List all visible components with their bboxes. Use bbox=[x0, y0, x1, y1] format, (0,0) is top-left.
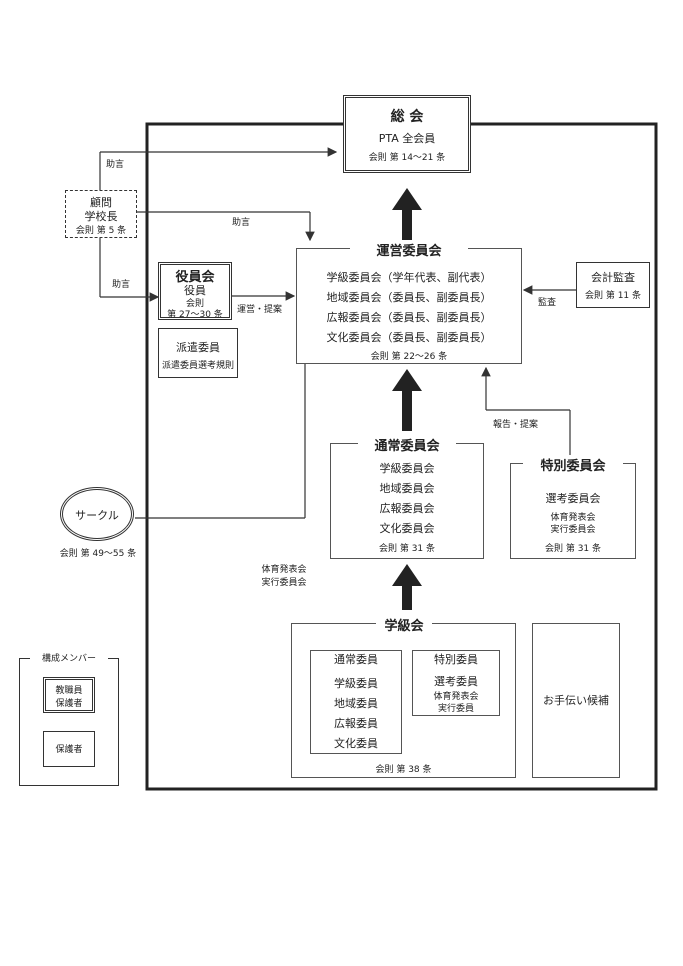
class-meeting-rule: 会則 第 38 条 bbox=[375, 765, 432, 775]
regular-item-2: 広報委員会 bbox=[379, 502, 435, 515]
regular-item-0: 学級委員会 bbox=[379, 462, 435, 475]
circle-rule: 会則 第 49〜55 条 bbox=[59, 549, 137, 559]
legend-item2: 保護者 bbox=[55, 745, 83, 755]
thick-arrow-regular-steering bbox=[392, 369, 422, 431]
class-special-item-2: 実行委員 bbox=[437, 704, 474, 714]
regular-committee-title: 通常委員会 bbox=[358, 435, 456, 454]
operation-proposal-label: 運営・提案 bbox=[237, 305, 283, 315]
steering-rule: 会則 第 22〜26 条 bbox=[370, 352, 448, 362]
auditor-rule: 会則 第 11 条 bbox=[584, 291, 642, 301]
delegate-box: 派遣委員 派遣委員選考規則 bbox=[158, 328, 238, 378]
class-regular-item-3: 文化委員 bbox=[334, 737, 378, 750]
advisor-box: 顧問 学校長 会則 第 5 条 bbox=[65, 190, 137, 238]
regular-item-3: 文化委員会 bbox=[379, 522, 435, 535]
legend-item1-line1: 教職員 bbox=[55, 686, 83, 696]
special-committee-box: 選考委員会 体育発表会 実行委員会 会則 第 31 条 bbox=[510, 463, 636, 559]
class-special-title: 特別委員 bbox=[434, 653, 478, 666]
advice-label-1: 助言 bbox=[106, 160, 125, 170]
helpers-title: お手伝い候補 bbox=[543, 694, 609, 707]
thick-arrow-class-regular bbox=[392, 564, 422, 610]
officers-box: 役員会 役員 会則 第 27〜30 条 bbox=[158, 262, 232, 320]
sports-note-line2: 実行委員会 bbox=[261, 578, 307, 588]
general-assembly-title: 総 会 bbox=[390, 109, 424, 125]
special-item-1: 体育発表会 bbox=[550, 513, 596, 523]
auditor-title: 会計監査 bbox=[591, 271, 635, 284]
steering-box: 学級委員会（学年代表、副代表） 地域委員会（委員長、副委員長） 広報委員会（委員… bbox=[296, 248, 522, 364]
legend-item-parents: 保護者 bbox=[43, 731, 95, 767]
general-assembly-box: 総 会 PTA 全会員 会則 第 14〜21 条 bbox=[343, 95, 471, 173]
steering-item-0: 学級委員会（学年代表、副代表） bbox=[326, 271, 492, 284]
advisor-rule: 会則 第 5 条 bbox=[75, 226, 127, 236]
special-committee-title: 特別委員会 bbox=[523, 455, 623, 474]
officers-rule-label: 会則 bbox=[185, 299, 204, 309]
audit-label: 監査 bbox=[538, 298, 557, 308]
steering-item-3: 文化委員会（委員長、副委員長） bbox=[326, 331, 492, 344]
legend-item-staff-parents: 教職員 保護者 bbox=[43, 677, 95, 713]
advice-label-2: 助言 bbox=[232, 218, 251, 228]
class-regular-item-0: 学級委員 bbox=[334, 677, 378, 690]
class-meeting-title: 学級会 bbox=[376, 615, 432, 634]
class-regular-item-1: 地域委員 bbox=[334, 697, 378, 710]
special-rule: 会則 第 31 条 bbox=[544, 544, 602, 554]
special-item-2: 実行委員会 bbox=[550, 525, 596, 535]
regular-rule: 会則 第 31 条 bbox=[378, 544, 436, 554]
class-meeting-box: 通常委員 学級委員 地域委員 広報委員 文化委員 特別委員 選考委員 体育発表会… bbox=[291, 623, 516, 778]
officers-title: 役員会 bbox=[175, 270, 215, 285]
steering-title: 運営委員会 bbox=[350, 240, 468, 259]
legend-box: 教職員 保護者 保護者 bbox=[19, 658, 119, 786]
officers-members: 役員 bbox=[184, 284, 206, 297]
thick-arrow-steering-assembly bbox=[392, 188, 422, 240]
special-item-0: 選考委員会 bbox=[545, 492, 601, 505]
advice-label-3: 助言 bbox=[112, 280, 131, 290]
regular-item-1: 地域委員会 bbox=[379, 482, 435, 495]
regular-committee-box: 学級委員会 地域委員会 広報委員会 文化委員会 会則 第 31 条 bbox=[330, 443, 484, 559]
general-assembly-rule: 会則 第 14〜21 条 bbox=[368, 153, 446, 163]
legend-title: 構成メンバー bbox=[30, 651, 108, 664]
class-regular-title: 通常委員 bbox=[334, 653, 378, 666]
class-regular-item-2: 広報委員 bbox=[334, 717, 378, 730]
helpers-box: お手伝い候補 bbox=[532, 623, 620, 778]
officers-rule: 第 27〜30 条 bbox=[167, 310, 223, 320]
sports-note-line1: 体育発表会 bbox=[261, 565, 307, 575]
auditor-box: 会計監査 会則 第 11 条 bbox=[576, 262, 650, 308]
delegate-title: 派遣委員 bbox=[176, 341, 220, 354]
report-proposal-label: 報告・提案 bbox=[493, 420, 539, 430]
class-regular-box: 通常委員 学級委員 地域委員 広報委員 文化委員 bbox=[310, 650, 402, 754]
circle-title: サークル bbox=[75, 509, 119, 522]
class-special-box: 特別委員 選考委員 体育発表会 実行委員 bbox=[412, 650, 500, 716]
advisor-label2: 学校長 bbox=[84, 210, 118, 223]
delegate-rule: 派遣委員選考規則 bbox=[161, 361, 234, 371]
advisor-label1: 顧問 bbox=[90, 196, 112, 209]
class-special-item-1: 体育発表会 bbox=[433, 692, 479, 702]
steering-item-1: 地域委員会（委員長、副委員長） bbox=[326, 291, 492, 304]
general-assembly-members: PTA 全会員 bbox=[378, 132, 436, 145]
circle-node: サークル bbox=[60, 487, 134, 541]
steering-item-2: 広報委員会（委員長、副委員長） bbox=[326, 311, 492, 324]
legend-item1-line2: 保護者 bbox=[55, 699, 83, 709]
class-special-item-0: 選考委員 bbox=[434, 675, 478, 688]
